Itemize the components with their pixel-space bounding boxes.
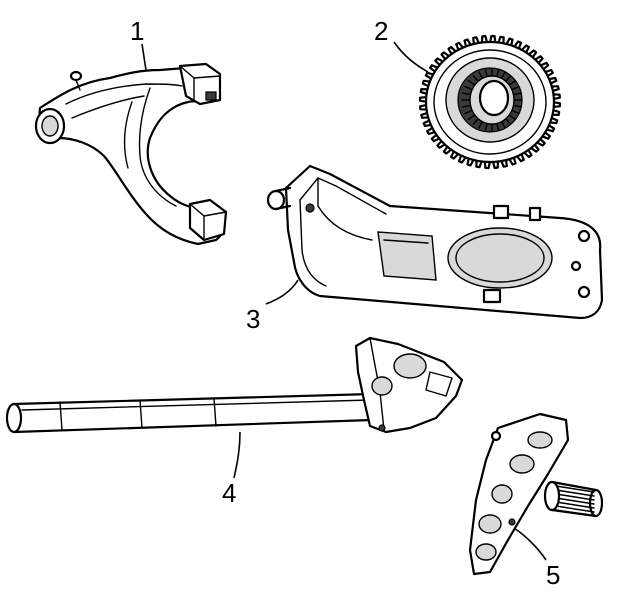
gear-spline [464, 110, 472, 115]
part-3-shift-plate [266, 164, 604, 320]
gear-spline [472, 75, 479, 82]
shaft-spline [555, 485, 595, 493]
gear-splines [461, 68, 523, 132]
callout-1: 1 [130, 16, 144, 46]
leader-lines [141, 41, 547, 561]
callout-5: 5 [546, 560, 560, 590]
shaft-spline [555, 509, 595, 517]
shaft-spline [555, 497, 595, 505]
part-5-detent-plate [468, 412, 604, 576]
shaft-spline [555, 489, 595, 497]
part-1-shift-fork [34, 62, 228, 246]
leader-2 [393, 41, 429, 73]
gear-spline [462, 92, 471, 96]
gear-spline [505, 75, 512, 82]
gear-spline [472, 118, 479, 125]
shaft-splines [555, 485, 595, 517]
gear-spline [513, 92, 522, 96]
leader-3 [265, 279, 299, 305]
gear-spline [467, 114, 475, 121]
gear-spline [509, 79, 517, 86]
part-2-gear [418, 34, 562, 170]
leader-5 [513, 527, 547, 561]
gear-spline [501, 71, 506, 79]
gear-spline [496, 69, 500, 77]
gear-spline [462, 104, 471, 108]
gear-spline [484, 69, 488, 77]
shaft-spline [555, 493, 595, 501]
shaft-spline [555, 501, 595, 509]
gear-spline [484, 123, 488, 131]
gear-spline [478, 71, 483, 79]
gear-spline [496, 123, 500, 131]
shaft-spline [555, 505, 595, 513]
callout-4: 4 [222, 478, 236, 508]
gear-spline [464, 85, 472, 90]
gear-spline [509, 114, 517, 121]
callout-3: 3 [246, 304, 260, 334]
gear-spline [467, 79, 475, 86]
gear-spline [478, 121, 483, 129]
gear-spline [512, 110, 520, 115]
gear-spline [513, 104, 522, 108]
leader-4 [233, 431, 241, 479]
part-4-shift-shaft [5, 336, 464, 434]
callout-2: 2 [374, 16, 388, 46]
gear-spline [512, 85, 520, 90]
leader-1 [141, 43, 147, 71]
gear-spline [501, 121, 506, 129]
gear-spline [505, 118, 512, 125]
